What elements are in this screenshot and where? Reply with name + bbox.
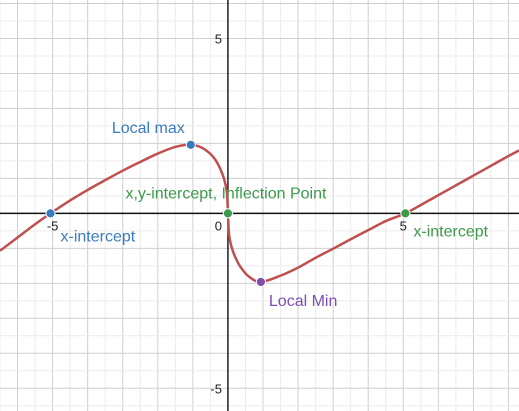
curves <box>0 143 519 284</box>
annotations: x-intercept Local max x,y-intercept, Infle… <box>60 120 488 310</box>
tick-label-y: -5 <box>210 381 222 396</box>
point-annotation: x-intercept <box>413 223 488 240</box>
tick-label-x: -5 <box>47 218 59 233</box>
key-point <box>222 208 234 219</box>
tick-label-x: 5 <box>400 218 407 233</box>
point-annotation: x-intercept <box>60 228 135 245</box>
function-curve <box>0 143 519 284</box>
key-points <box>45 139 411 288</box>
point-annotation: x,y-intercept, Inflection Point <box>125 185 327 202</box>
tick-label-y: 5 <box>215 31 222 46</box>
key-point <box>255 276 267 288</box>
point-annotation: Local Min <box>269 293 337 310</box>
point-annotation: Local max <box>112 120 185 137</box>
key-point <box>45 208 56 219</box>
key-point <box>400 208 411 219</box>
key-point <box>185 139 196 150</box>
tick-label-x: 0 <box>215 218 222 233</box>
tick-labels: -5 0 5 5 -5 <box>47 31 407 396</box>
